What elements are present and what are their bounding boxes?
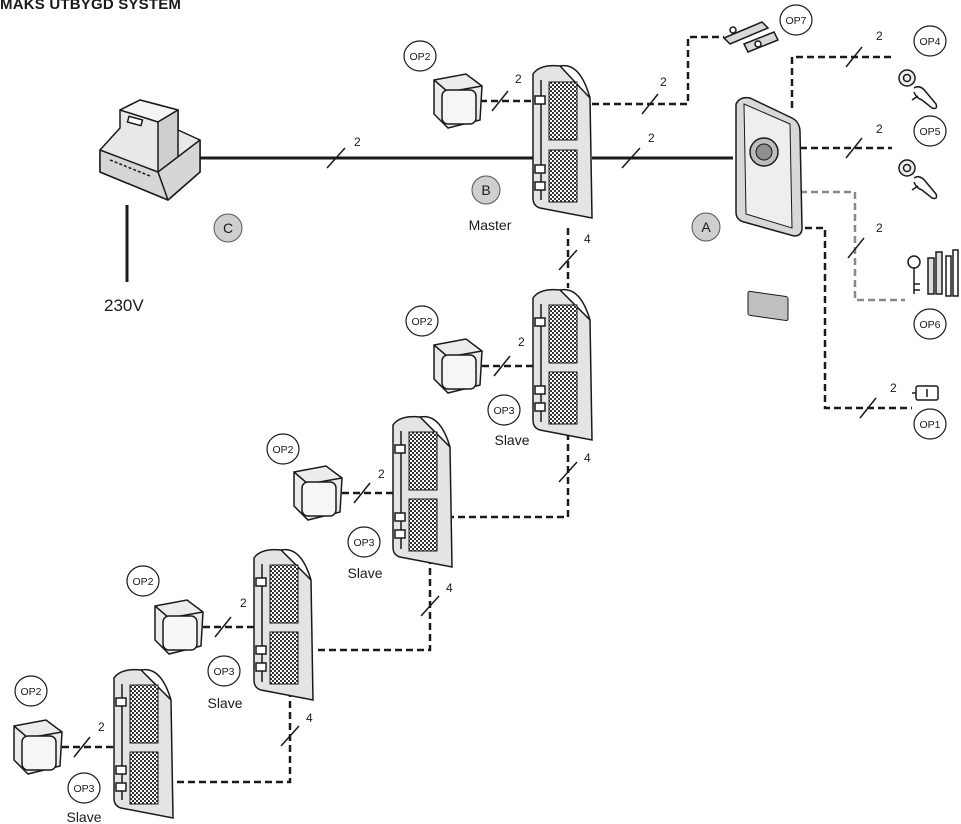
- power-supply-unit: [99, 99, 201, 201]
- callout-a-badge: [691, 212, 721, 242]
- tag-op3: OP3: [213, 666, 234, 678]
- wire-count: 4: [584, 232, 591, 246]
- wire-b-to-op7: [592, 35, 724, 106]
- supply-voltage-label: 230V: [104, 296, 144, 315]
- callout-c-badge: [213, 213, 243, 243]
- additional-push-button: [154, 599, 204, 655]
- wire-count: 2: [378, 467, 385, 481]
- slave-label: Slave: [207, 695, 242, 711]
- additional-push-button: [433, 338, 483, 394]
- wire-count: 2: [876, 221, 883, 235]
- master-label: Master: [469, 217, 512, 233]
- additional-push-button: [433, 73, 483, 129]
- wire-count: 2: [354, 135, 361, 149]
- wire-count: 2: [515, 72, 522, 86]
- wire-count: 2: [890, 381, 897, 395]
- wire-count: 4: [584, 451, 591, 465]
- additional-push-button: [293, 465, 343, 521]
- tag-op2: OP2: [132, 576, 153, 588]
- callout-b-badge: [471, 175, 501, 205]
- wire-a-to-op6: [800, 190, 905, 302]
- slave-label: Slave: [347, 565, 382, 581]
- diagram-title: MAKS UTBYGD SYSTEM: [0, 0, 182, 13]
- tag-op4: OP4: [919, 36, 940, 48]
- callout-b: B: [481, 182, 490, 198]
- tag-op7: OP7: [785, 15, 806, 27]
- slave-monitor-2: [392, 415, 453, 568]
- wire-count: 2: [518, 335, 525, 349]
- outdoor-panel: [735, 96, 803, 321]
- wire-count: 4: [446, 581, 453, 595]
- tag-op3: OP3: [353, 537, 374, 549]
- key-gate-icon: [907, 249, 959, 297]
- wire-count: 2: [240, 596, 247, 610]
- tag-op3: OP3: [493, 405, 514, 417]
- slave-monitor-1: [532, 288, 593, 441]
- slave-label: Slave: [66, 809, 101, 824]
- electric-lock-icon: [722, 21, 780, 53]
- battery-icon: [912, 385, 939, 401]
- tag-op5: OP5: [919, 126, 940, 138]
- master-monitor: [532, 64, 593, 219]
- push-button-hand-icon: [898, 69, 938, 110]
- wire-slave2-to-slave3: [316, 557, 432, 652]
- tag-op2: OP2: [20, 686, 41, 698]
- wire-count: 2: [98, 720, 105, 734]
- tag-op2: OP2: [272, 444, 293, 456]
- tag-op2: OP2: [409, 51, 430, 63]
- wire-count: 2: [660, 75, 667, 89]
- callout-c: C: [223, 220, 233, 236]
- push-button-hand-icon: [898, 159, 938, 200]
- additional-push-button: [13, 719, 63, 775]
- wire-count: 2: [648, 131, 655, 145]
- slave-monitor-4: [113, 668, 174, 819]
- callout-a: A: [701, 219, 711, 235]
- slave-monitor-3: [253, 548, 314, 701]
- wire-count: 2: [876, 29, 883, 43]
- wire-count: 2: [876, 122, 883, 136]
- tag-op6: OP6: [919, 319, 940, 331]
- wire-a-to-op4: [790, 55, 892, 108]
- tag-op2: OP2: [411, 316, 432, 328]
- wire-count: 4: [306, 711, 313, 725]
- tag-op1: OP1: [919, 419, 940, 431]
- wire-slave1-to-slave2: [452, 400, 570, 519]
- tag-op3: OP3: [73, 783, 94, 795]
- wire-slave3-to-slave4: [176, 690, 292, 784]
- slave-label: Slave: [494, 432, 529, 448]
- call-button: [747, 290, 789, 321]
